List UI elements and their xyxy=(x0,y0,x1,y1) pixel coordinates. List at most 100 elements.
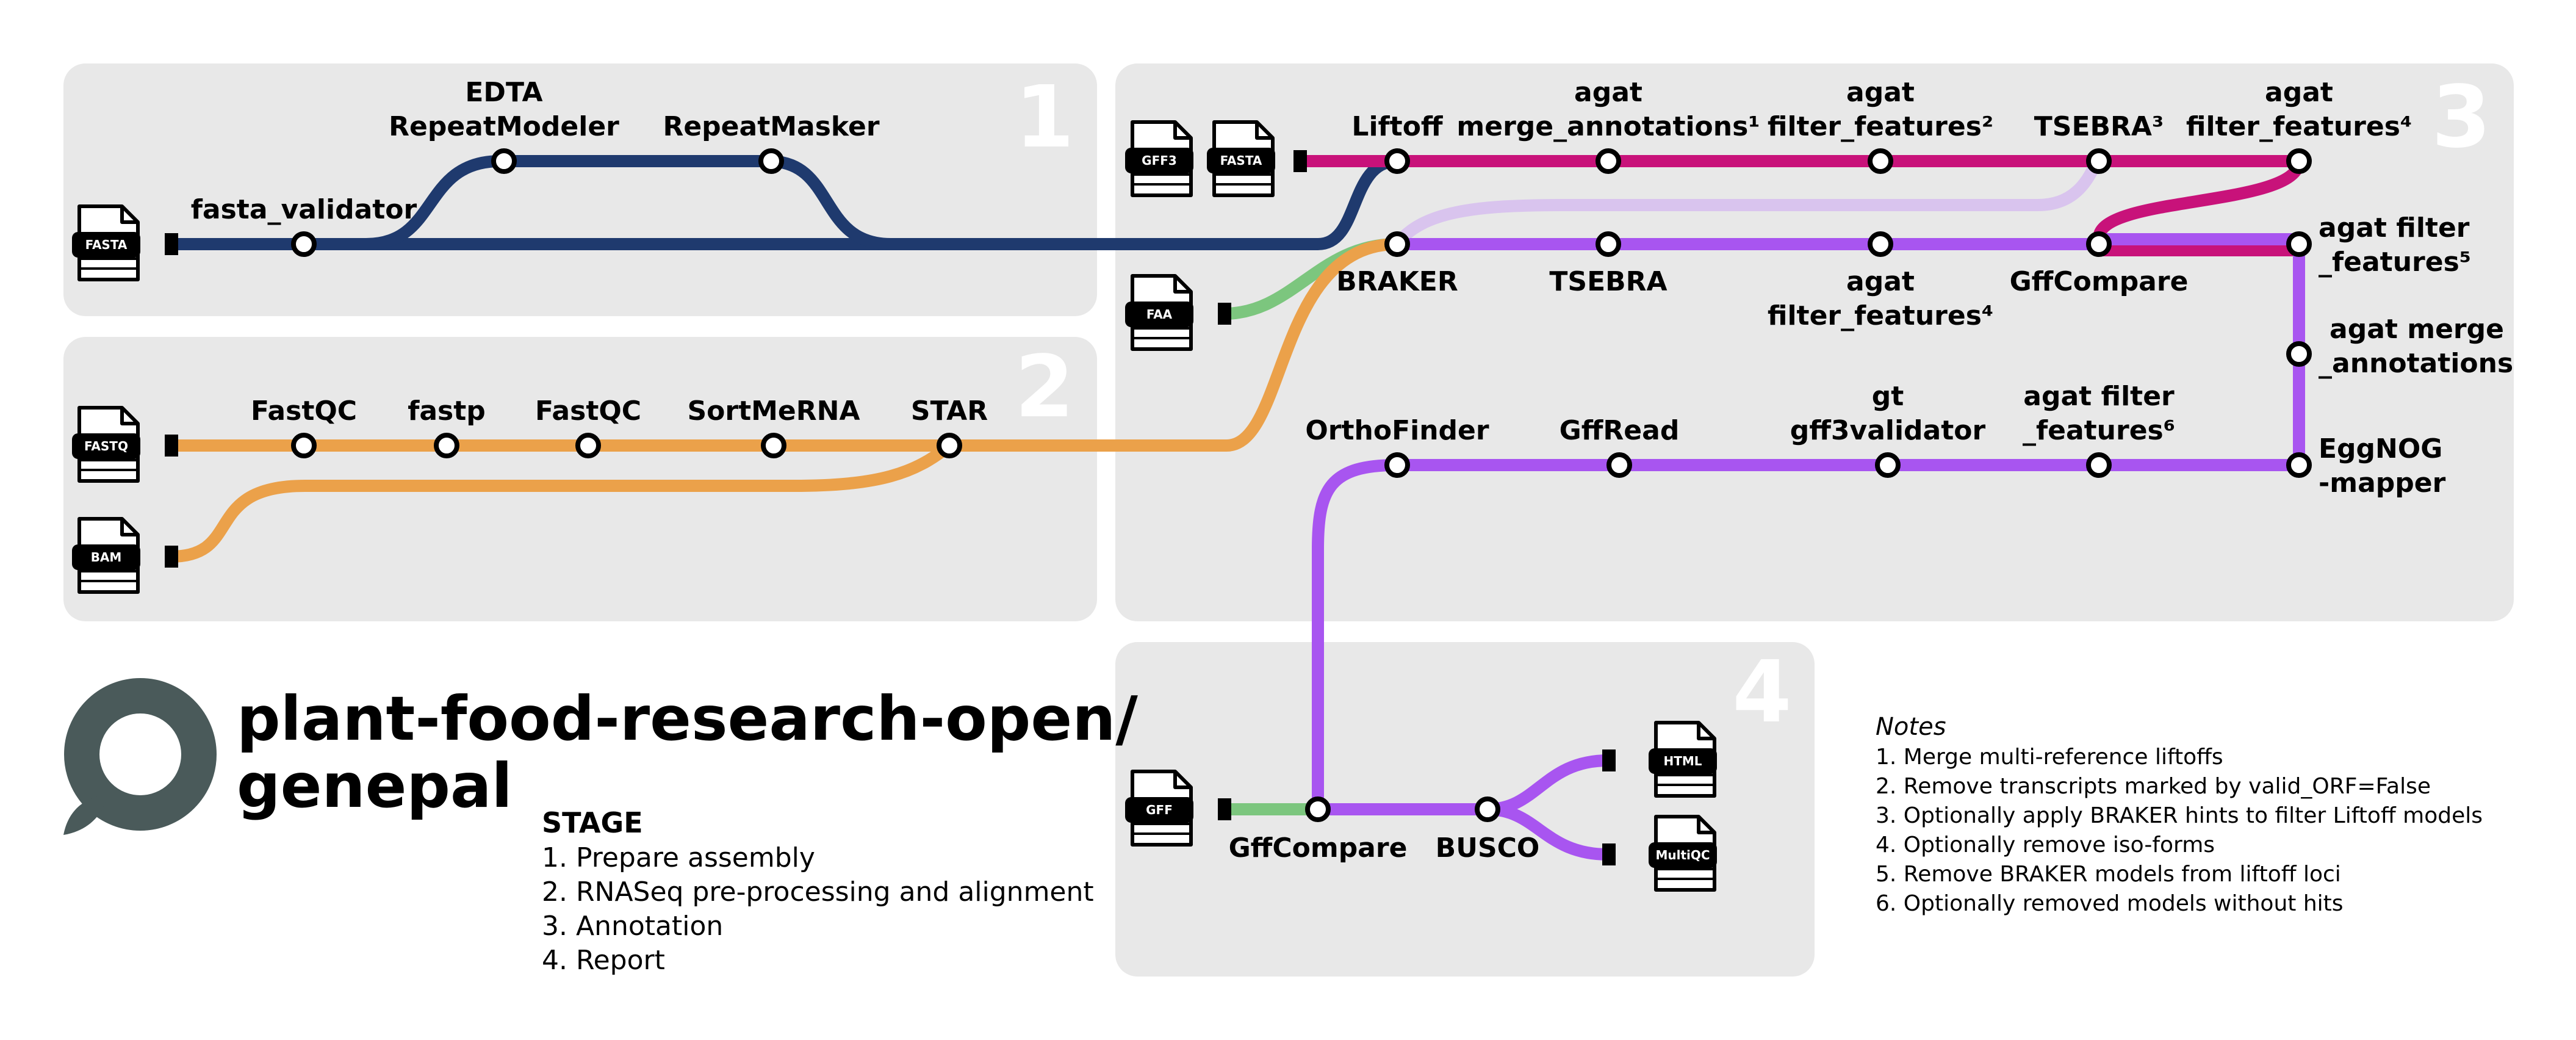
label-filter4mid-line2: filter_features⁴ xyxy=(1768,300,1993,331)
node-agat-merge-annotations xyxy=(1596,148,1621,174)
label-repeatmasker: RepeatMasker xyxy=(663,111,879,142)
file-icons: FASTA FASTQ BAM GFF3 FASTA FAA xyxy=(72,122,1717,890)
metro-lines xyxy=(170,155,2305,861)
svg-text:FASTQ: FASTQ xyxy=(84,439,128,453)
stage-legend: STAGE 1. Prepare assembly 2. RNASeq pre-… xyxy=(542,806,1094,976)
label-filter6-line1: agat filter xyxy=(2023,381,2175,412)
label-gt-line2: gff3validator xyxy=(1790,415,1986,446)
section-2: 2 xyxy=(63,337,1097,621)
svg-text:HTML: HTML xyxy=(1663,754,1702,768)
magenta-drop-line xyxy=(2093,160,2305,239)
stage-legend-item: 3. Annotation xyxy=(542,911,723,942)
title-line-2: genepal xyxy=(237,750,513,822)
node-liftoff xyxy=(1384,148,1410,174)
node-gffcompare-4 xyxy=(1305,796,1331,822)
svg-text:FAA: FAA xyxy=(1146,307,1173,322)
station-labels: fasta_validator EDTA RepeatModeler Repea… xyxy=(191,77,2513,864)
multiqc-file-icon: MultiQC xyxy=(1649,817,1717,890)
node-agat-filter-features-2 xyxy=(1868,148,1893,174)
label-merge-line2: merge_annotations¹ xyxy=(1456,111,1760,142)
fastq-file-icon: FASTQ xyxy=(72,408,140,481)
node-edta xyxy=(491,148,517,174)
label-sortmerna: SortMeRNA xyxy=(687,395,860,427)
label-tsebra: TSEBRA xyxy=(1549,266,1667,297)
node-eggnog-mapper xyxy=(2286,452,2312,478)
label-busco: BUSCO xyxy=(1436,832,1540,864)
label-star: STAR xyxy=(911,395,988,427)
gff-file-icon: GFF xyxy=(1125,771,1193,845)
label-filter2-line2: filter_features² xyxy=(1768,111,1993,142)
label-eggnog-line1: EggNOG xyxy=(2319,433,2442,464)
stage-legend-item: 2. RNASeq pre-processing and alignment xyxy=(542,876,1094,908)
node-agat-merge-annotations-2 xyxy=(2286,341,2312,367)
section-3-number: 3 xyxy=(2431,68,2491,167)
node-gt-gff3validator xyxy=(1875,452,1901,478)
note-item: 6. Optionally removed models without hit… xyxy=(1876,891,2344,916)
node-agat-filter-features-6 xyxy=(2086,452,2112,478)
node-tsebra xyxy=(1596,231,1621,257)
label-filter2-line1: agat xyxy=(1846,77,1915,108)
node-braker xyxy=(1384,231,1410,257)
fasta-file-icon: FASTA xyxy=(72,206,140,280)
node-fastp xyxy=(434,433,459,458)
notes-heading: Notes xyxy=(1876,713,1946,741)
svg-text:GFF3: GFF3 xyxy=(1142,153,1177,168)
svg-text:GFF: GFF xyxy=(1146,803,1173,817)
note-item: 1. Merge multi-reference liftoffs xyxy=(1876,745,2223,770)
section-1-number: 1 xyxy=(1015,68,1074,167)
svg-text:FASTA: FASTA xyxy=(1220,153,1262,168)
faa-file-icon: FAA xyxy=(1125,276,1193,349)
label-eggnog-line2: -mapper xyxy=(2319,468,2446,499)
node-fastqc-1 xyxy=(291,433,317,458)
fasta-file-icon-3: FASTA xyxy=(1207,122,1275,195)
label-mergeann-line2: _annotations xyxy=(2319,348,2513,379)
station-nodes xyxy=(291,148,2312,822)
node-orthofinder xyxy=(1384,452,1410,478)
notes: Notes 1. Merge multi-reference liftoffs … xyxy=(1876,713,2483,916)
node-sortmerna xyxy=(761,433,786,458)
node-agat-filter-features-4-mid xyxy=(1868,231,1893,257)
label-filter5-line1: agat filter xyxy=(2319,212,2470,244)
label-filter5-line2: _features⁵ xyxy=(2319,247,2471,278)
note-item: 5. Remove BRAKER models from liftoff loc… xyxy=(1876,862,2341,887)
label-merge-line1: agat xyxy=(1574,77,1642,108)
svg-text:FASTA: FASTA xyxy=(85,237,128,252)
label-gffread: GffRead xyxy=(1560,415,1680,446)
html-file-icon: HTML xyxy=(1649,723,1717,796)
note-item: 2. Remove transcripts marked by valid_OR… xyxy=(1876,774,2431,799)
label-liftoff: Liftoff xyxy=(1351,111,1444,142)
label-mergeann-line1: agat merge xyxy=(2330,314,2504,345)
node-agat-filter-features-4-top xyxy=(2286,148,2312,174)
stage-legend-item: 1. Prepare assembly xyxy=(542,842,815,873)
orange-bam-line xyxy=(170,441,954,563)
section-2-number: 2 xyxy=(1015,338,1074,437)
lavender-hint-line xyxy=(1392,155,2103,248)
label-edta-line1: EDTA xyxy=(465,77,542,108)
stage-legend-heading: STAGE xyxy=(542,806,643,839)
bam-file-icon: BAM xyxy=(72,519,140,592)
label-tsebra-3: TSEBRA³ xyxy=(2034,111,2164,142)
svg-text:BAM: BAM xyxy=(91,550,122,565)
node-repeatmasker xyxy=(758,148,784,174)
svg-text:MultiQC: MultiQC xyxy=(1655,848,1710,862)
line-terminators xyxy=(165,150,1616,865)
label-fastqc-1: FastQC xyxy=(251,395,357,427)
logo-icon xyxy=(63,678,217,835)
label-filter4mid-line1: agat xyxy=(1846,266,1915,297)
label-edta-line2: RepeatModeler xyxy=(389,111,619,142)
label-fastp: fastp xyxy=(408,395,486,427)
gff3-file-icon: GFF3 xyxy=(1125,122,1193,195)
section-1: 1 xyxy=(63,63,1097,316)
label-fastqc-2: FastQC xyxy=(535,395,641,427)
node-gffcompare-3 xyxy=(2086,231,2112,257)
note-item: 4. Optionally remove iso-forms xyxy=(1876,832,2215,858)
stage-legend-item: 4. Report xyxy=(542,945,665,976)
section-4-number: 4 xyxy=(1732,643,1791,742)
navy-repeat-branch xyxy=(365,155,891,250)
node-gffread xyxy=(1606,452,1632,478)
title-line-1: plant-food-research-open/ xyxy=(237,683,1138,754)
note-item: 3. Optionally apply BRAKER hints to filt… xyxy=(1876,803,2483,828)
label-fasta-validator: fasta_validator xyxy=(191,194,417,225)
node-busco xyxy=(1475,796,1500,822)
